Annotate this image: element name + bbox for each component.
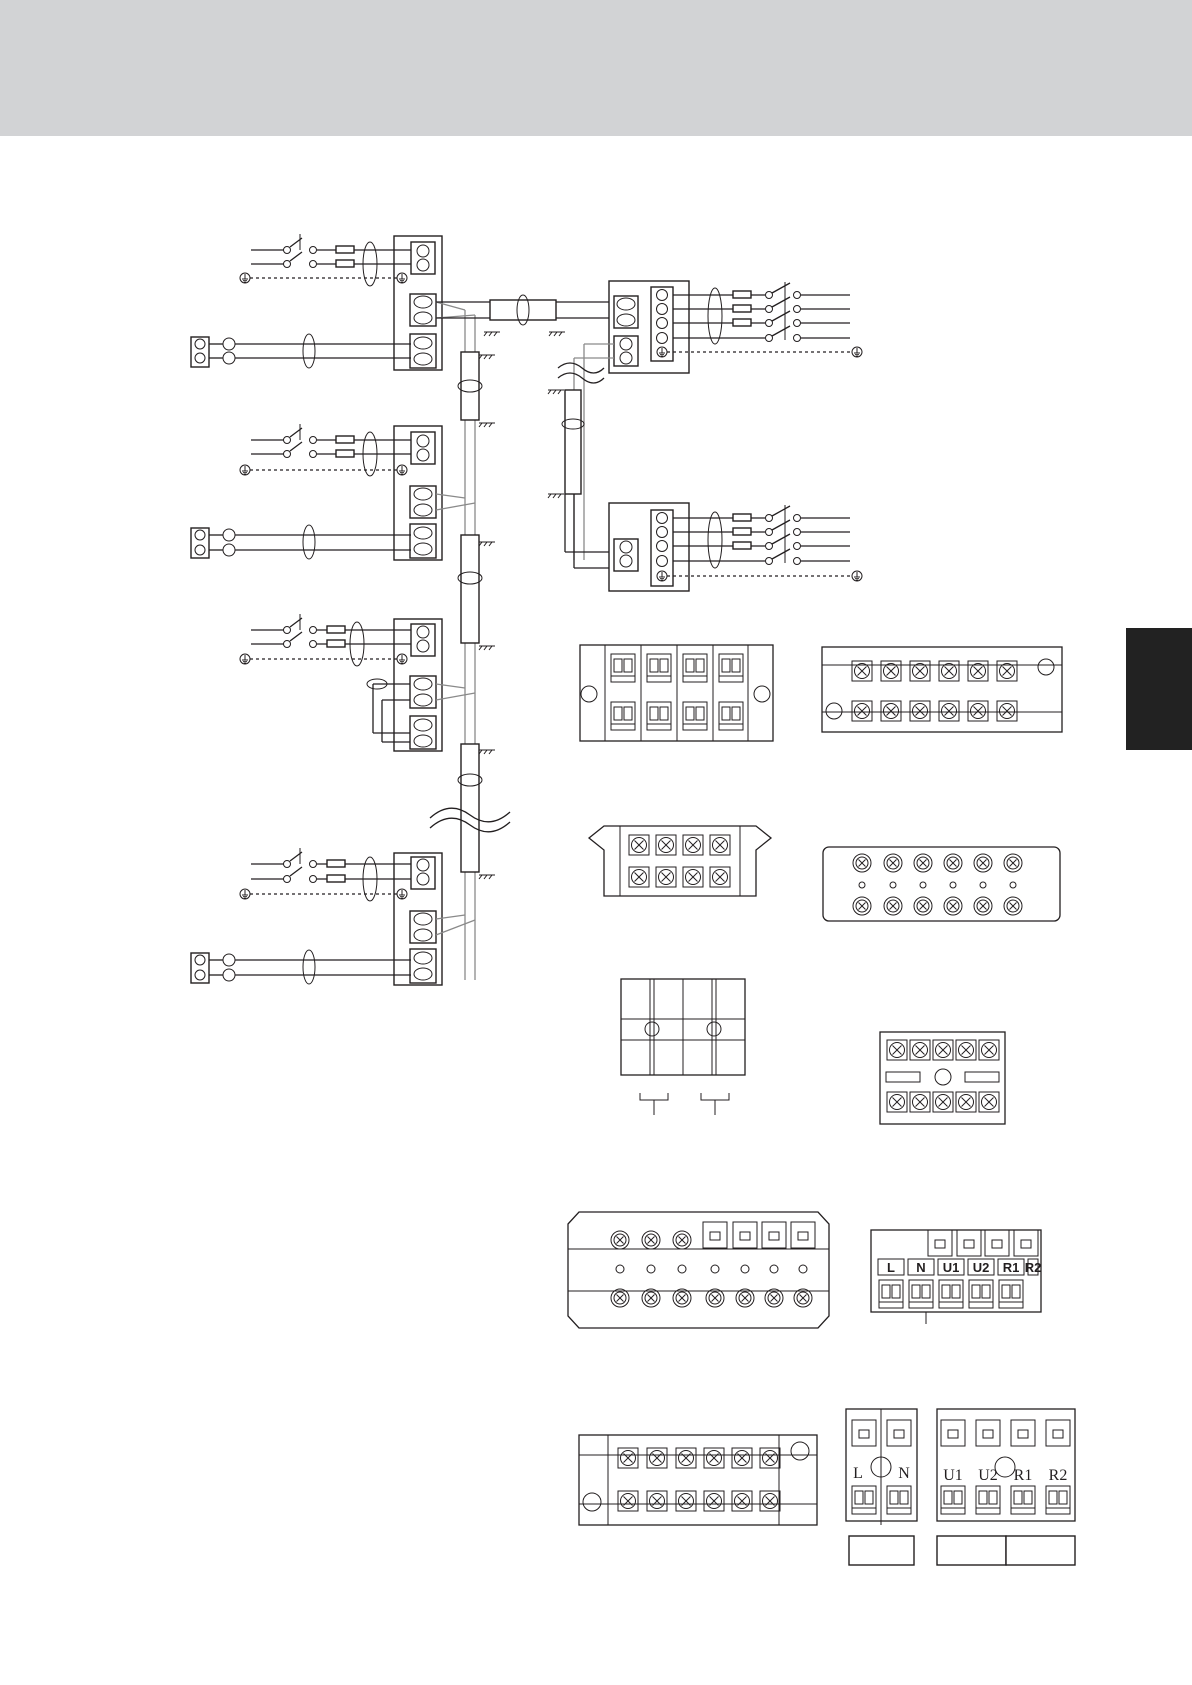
terminal-block-d [823,847,1060,921]
terminal-block-c [589,826,771,896]
terminal-block-k [579,1435,817,1525]
label-box [849,1536,914,1565]
terminal-label-u1: U1 [943,1467,963,1484]
terminal-label-u2: U2 [978,1467,998,1484]
indoor-unit-2 [191,424,442,560]
label-box [1006,1536,1075,1565]
terminal-block-h [568,1212,829,1328]
terminal-label-l: L [853,1465,863,1482]
outdoor-unit-1 [548,281,862,568]
terminal-label-u1: U1 [943,1260,960,1275]
terminal-label-l: L [887,1260,895,1275]
indoor-unit-wiring [191,234,862,985]
label-box [937,1536,1006,1565]
terminal-label-r1: R1 [1003,1260,1020,1275]
indoor-unit-4 [191,848,442,985]
terminal-block-f [880,1032,1005,1124]
indoor-unit-1 [191,234,442,370]
terminal-block-j: U1 U2 R1 R2 [937,1409,1075,1565]
terminal-label-r1: R1 [1014,1467,1033,1484]
terminal-block-g: L N U1 U2 R1 R2 [871,1230,1041,1324]
terminal-label-r2: R2 [1025,1260,1042,1275]
terminal-label-n: N [898,1465,910,1482]
terminal-block-b [822,647,1062,732]
terminal-block-a [580,645,773,741]
terminal-block-i: L N [846,1409,917,1565]
terminal-label-r2: R2 [1049,1467,1068,1484]
indoor-unit-3 [240,614,442,751]
terminal-block-e [621,979,745,1115]
terminal-label-n: N [916,1260,925,1275]
terminal-label-u2: U2 [973,1260,990,1275]
outdoor-unit-2 [609,503,862,591]
transmission-cable [430,295,609,980]
